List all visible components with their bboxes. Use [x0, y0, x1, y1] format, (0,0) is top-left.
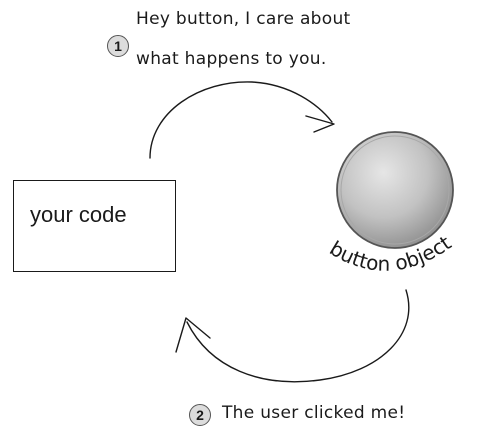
button-object-sphere-rim: [340, 135, 450, 245]
step-1-number: 1: [114, 38, 122, 54]
arrow-code-to-button: [149, 81, 333, 159]
your-code-box: your code: [13, 180, 176, 272]
step-1-badge: 1: [107, 35, 129, 57]
step-1-text-line1: Hey button, I care about: [136, 9, 351, 29]
step-2-text: The user clicked me!: [222, 403, 406, 423]
your-code-label: your code: [30, 202, 127, 227]
arrowhead-top-icon: [305, 115, 335, 133]
arrow-button-to-code: [186, 289, 410, 383]
arrowhead-bottom-icon: [175, 317, 211, 353]
step-2-number: 2: [196, 407, 204, 423]
button-object-sphere: [336, 131, 454, 249]
step-1-text-line2: what happens to you.: [136, 49, 327, 69]
step-2-badge: 2: [189, 404, 211, 426]
